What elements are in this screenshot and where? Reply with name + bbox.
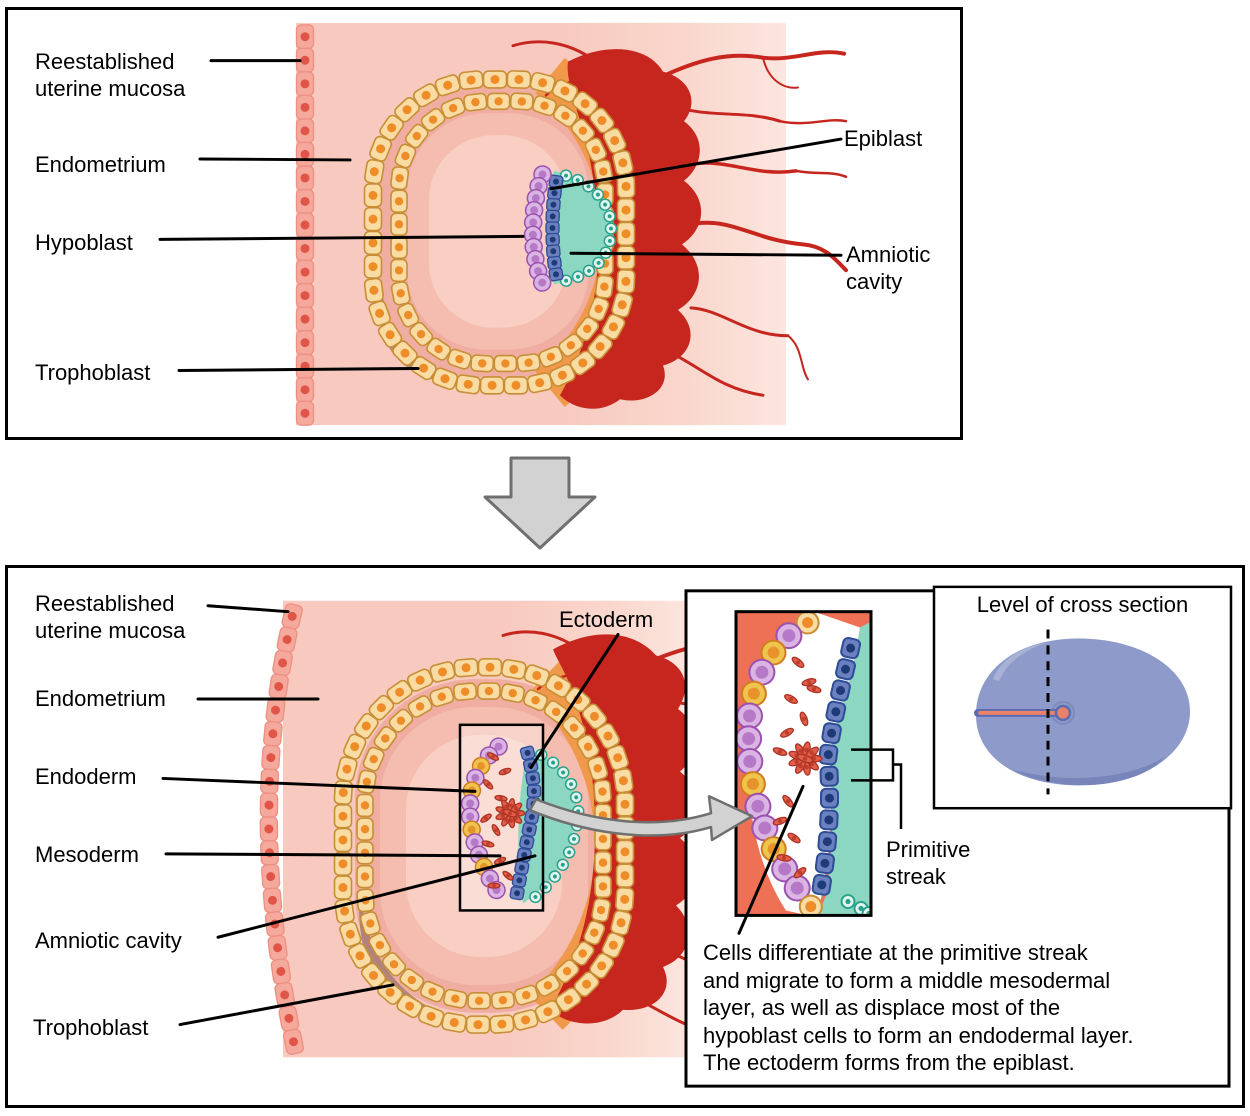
label-mesoderm: Mesoderm xyxy=(35,842,139,867)
label-hypoblast: Hypoblast xyxy=(35,230,133,255)
bottom-panel-illustration xyxy=(161,585,1233,1088)
top-panel: Reestablished uterine mucosa Endometrium… xyxy=(5,7,963,440)
label-ectoderm: Ectoderm xyxy=(559,607,654,632)
label-endoderm: Endoderm xyxy=(35,764,137,789)
label-trophoblast: Trophoblast xyxy=(35,360,151,385)
label-endometrium: Endometrium xyxy=(35,152,166,177)
inset-cross-section-title: Level of cross section xyxy=(976,592,1189,617)
top-panel-illustration xyxy=(158,22,848,426)
label-reestablished-uterine-mucosa-2: Reestablished uterine mucosa xyxy=(35,591,186,643)
label-reestablished-uterine-mucosa: Reestablished uterine mucosa xyxy=(35,49,186,101)
down-arrow-icon xyxy=(483,456,597,550)
bottom-panel: Reestablished uterine mucosa Endometrium… xyxy=(5,565,1245,1108)
label-trophoblast-2: Trophoblast xyxy=(33,1015,149,1040)
label-epiblast: Epiblast xyxy=(844,126,923,151)
label-endometrium-2: Endometrium xyxy=(35,686,166,711)
label-primitive-streak: Primitive streak xyxy=(886,837,971,889)
label-amniotic-cavity: Amniotic cavity xyxy=(846,242,931,294)
inset-caption: Cells differentiate at the primitive str… xyxy=(703,940,1134,1075)
label-amniotic-cavity-2: Amniotic cavity xyxy=(35,928,182,953)
